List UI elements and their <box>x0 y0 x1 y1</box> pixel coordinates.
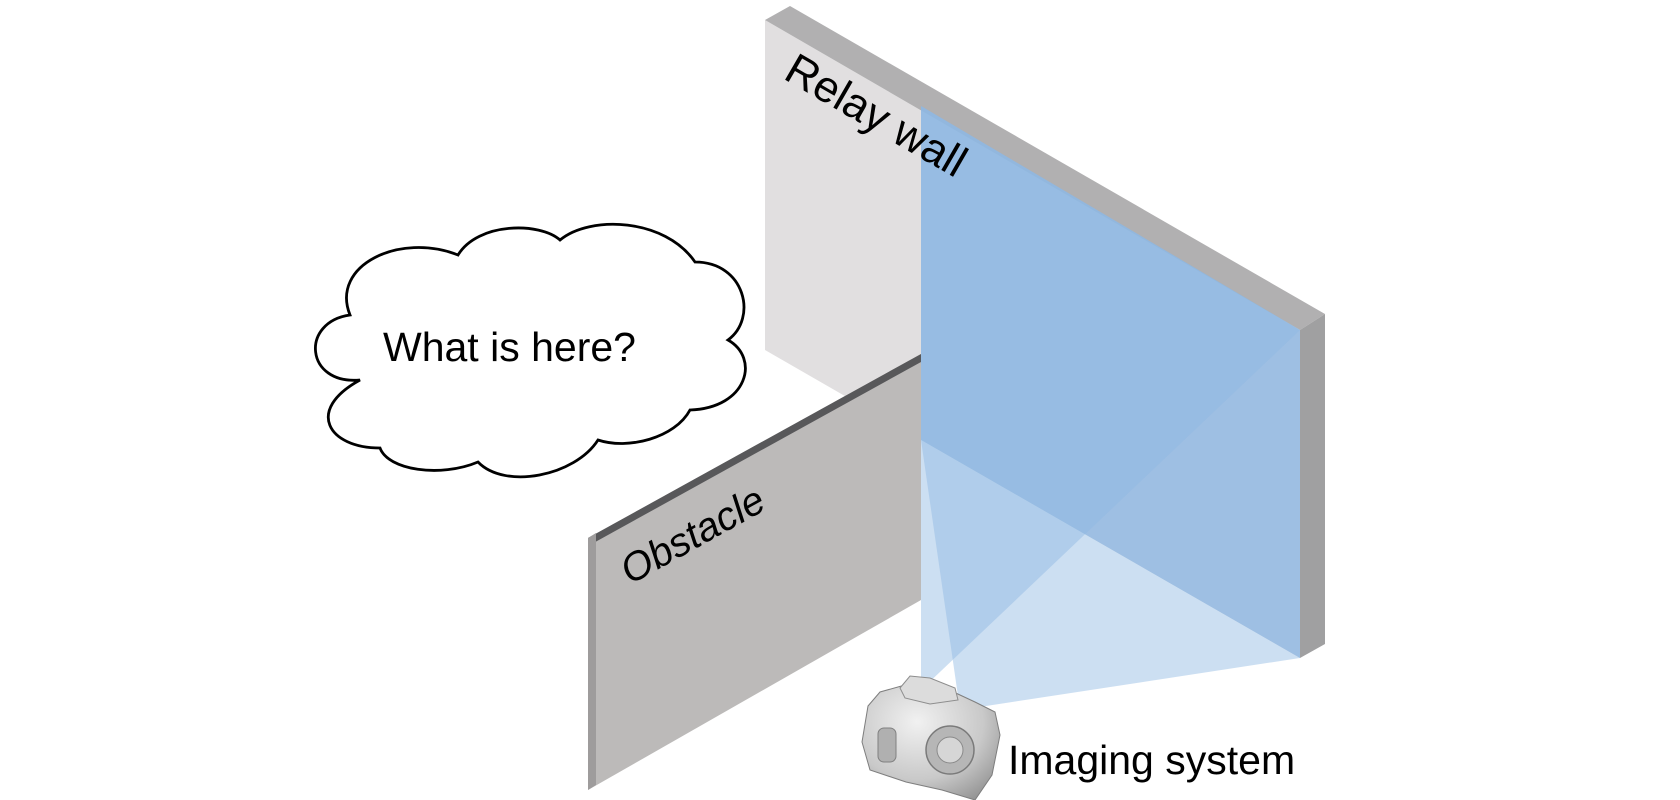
obstacle-face <box>588 354 921 790</box>
camera-lens-inner <box>936 736 964 764</box>
light-beam-right <box>921 440 1300 710</box>
relay-wall-top-edge <box>765 6 1325 330</box>
camera-grip <box>877 727 897 763</box>
relay-wall-side-edge <box>1300 314 1325 658</box>
light-beam-left <box>921 106 1300 690</box>
obstacle-side-edge <box>588 533 596 790</box>
cloud-outline <box>314 222 747 479</box>
light-beam <box>921 106 1300 710</box>
thought-cloud <box>314 222 747 479</box>
imaging-system-label: Imaging system <box>1008 737 1295 783</box>
obstacle <box>588 354 921 790</box>
camera-icon <box>861 675 1001 800</box>
obstacle-top-edge <box>588 354 921 546</box>
camera-prism <box>899 675 959 705</box>
light-beam-upper <box>921 106 1300 658</box>
question-label: What is here? <box>383 324 636 370</box>
